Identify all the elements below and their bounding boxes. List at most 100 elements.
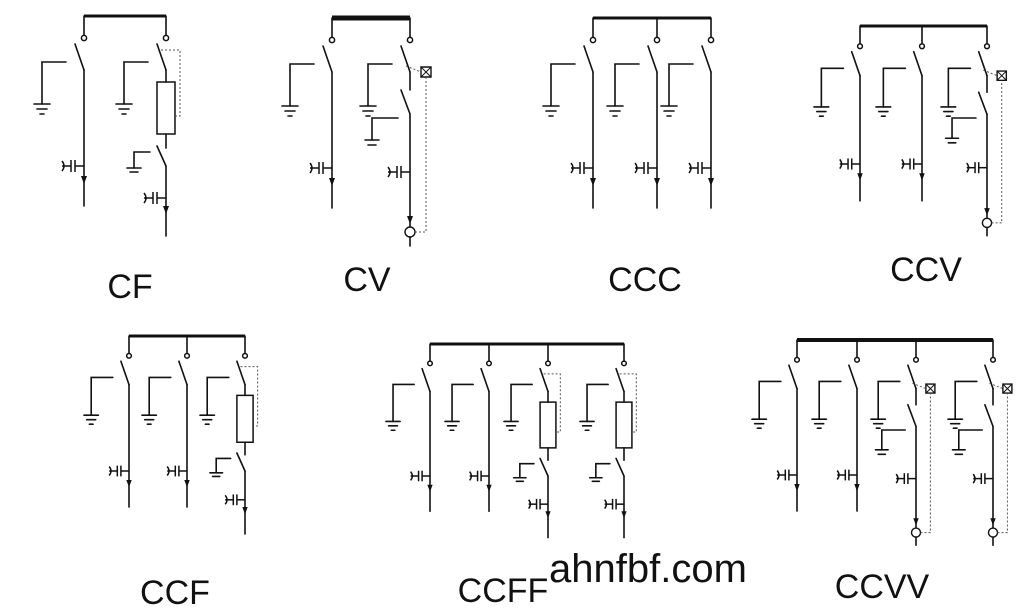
contact-icon xyxy=(858,44,863,49)
capacitive-divider-icon xyxy=(635,162,657,174)
earthing-switch-icon xyxy=(948,381,977,428)
contact-icon xyxy=(914,357,919,362)
ccc-feeder-1-switch xyxy=(543,18,596,208)
arrow-icon xyxy=(857,173,863,181)
diagram-ccc xyxy=(543,18,714,208)
contact-icon xyxy=(428,361,433,366)
capacitive-divider-icon xyxy=(571,162,593,174)
arrow-icon xyxy=(984,208,990,216)
arrow-icon xyxy=(81,176,87,184)
ccvv-feeder-3-breaker xyxy=(871,340,935,545)
label-ccv: CCV xyxy=(890,251,962,289)
capacitive-divider-icon xyxy=(167,466,187,477)
arrow-icon xyxy=(486,484,492,492)
arrow-icon xyxy=(708,178,714,186)
cf-feeder-2-fuse xyxy=(116,16,180,236)
earthing-switch-icon xyxy=(752,381,781,428)
earthing-switch-icon xyxy=(607,64,639,116)
capacitive-divider-icon xyxy=(689,162,711,174)
earthing-switch-icon xyxy=(210,458,231,476)
arrow-icon xyxy=(913,518,919,526)
contact-icon xyxy=(991,357,996,362)
capacitive-divider-icon xyxy=(144,192,166,204)
earthing-switch-icon xyxy=(282,64,314,116)
arrow-icon xyxy=(329,178,335,186)
fuse-icon xyxy=(157,82,175,134)
arrow-icon xyxy=(126,480,132,488)
current-transformer-icon xyxy=(989,528,998,537)
capacitive-divider-icon xyxy=(470,471,489,482)
arrow-icon xyxy=(242,507,248,515)
earthing-switch-icon xyxy=(116,62,148,114)
contact-icon xyxy=(795,357,800,362)
earthing-switch-icon xyxy=(127,152,150,172)
arrow-icon xyxy=(590,178,596,186)
earthing-switch-icon xyxy=(876,430,906,454)
arrow-icon xyxy=(184,480,190,488)
watermark: ahnfbf.com xyxy=(549,547,747,591)
ccvv-feeder-1-switch xyxy=(752,340,800,511)
earthing-switch-icon xyxy=(871,381,900,428)
capacitive-divider-icon xyxy=(896,473,916,484)
diagram-ccv xyxy=(814,26,1006,236)
contact-icon xyxy=(708,37,713,42)
arrow-icon xyxy=(990,518,996,526)
capacitive-divider-icon xyxy=(310,162,332,174)
contact-icon xyxy=(329,37,334,42)
earthing-switch-icon xyxy=(661,64,693,116)
diagram-ccff xyxy=(386,344,636,538)
label-ccf: CCF xyxy=(140,574,210,612)
ccf-feeder-2-switch xyxy=(142,336,190,507)
ccvv-feeder-2-switch xyxy=(812,340,860,511)
ccff-feeder-4-fuse xyxy=(580,344,636,538)
earthing-switch-icon xyxy=(360,64,392,116)
fuse-icon xyxy=(616,402,632,448)
capacitive-divider-icon xyxy=(109,466,129,477)
earthing-switch-icon xyxy=(941,68,970,116)
fuse-icon xyxy=(237,395,253,442)
earthing-switch-icon xyxy=(580,384,608,430)
arrow-icon xyxy=(919,173,925,181)
ccv-feeder-3-breaker xyxy=(941,26,1006,236)
current-transformer-icon xyxy=(405,227,415,237)
ccc-feeder-2-switch xyxy=(607,18,660,208)
earthing-switch-icon xyxy=(142,377,171,424)
earthing-switch-icon xyxy=(445,384,473,430)
capacitive-divider-icon xyxy=(62,160,84,172)
earthing-switch-icon xyxy=(953,430,983,454)
earthing-switch-icon xyxy=(814,68,843,116)
label-cv: CV xyxy=(343,261,391,299)
contact-icon xyxy=(407,37,412,42)
capacitive-divider-icon xyxy=(388,166,410,178)
current-transformer-icon xyxy=(982,218,991,227)
ccvv-feeder-4-breaker xyxy=(948,340,1012,545)
capacitive-divider-icon xyxy=(225,494,245,505)
capacitive-divider-icon xyxy=(411,471,430,482)
contact-icon xyxy=(185,353,190,358)
capacitive-divider-icon xyxy=(777,470,797,481)
capacitive-divider-icon xyxy=(837,470,857,481)
contact-icon xyxy=(622,361,627,366)
contact-icon xyxy=(920,44,925,49)
arrow-icon xyxy=(427,484,433,492)
arrow-icon xyxy=(794,484,800,492)
earthing-switch-icon xyxy=(543,64,575,116)
ccf-feeder-3-fuse xyxy=(200,336,258,534)
diagram-ccvv xyxy=(752,340,1012,545)
arrow-icon xyxy=(654,178,660,186)
contact-icon xyxy=(81,35,86,40)
label-ccff: CCFF xyxy=(458,572,549,610)
arrow-icon xyxy=(545,511,551,519)
contact-icon xyxy=(163,35,168,40)
arrow-icon xyxy=(163,206,169,214)
diagram-cv xyxy=(282,18,431,246)
earthing-switch-icon xyxy=(84,377,113,424)
contact-icon xyxy=(487,361,492,366)
label-cf: CF xyxy=(107,268,152,306)
current-transformer-icon xyxy=(912,528,921,537)
contact-icon xyxy=(654,37,659,42)
contact-icon xyxy=(546,361,551,366)
contact-icon xyxy=(985,44,990,49)
ccf-feeder-1-switch xyxy=(84,336,132,507)
fuse-icon xyxy=(540,402,556,448)
